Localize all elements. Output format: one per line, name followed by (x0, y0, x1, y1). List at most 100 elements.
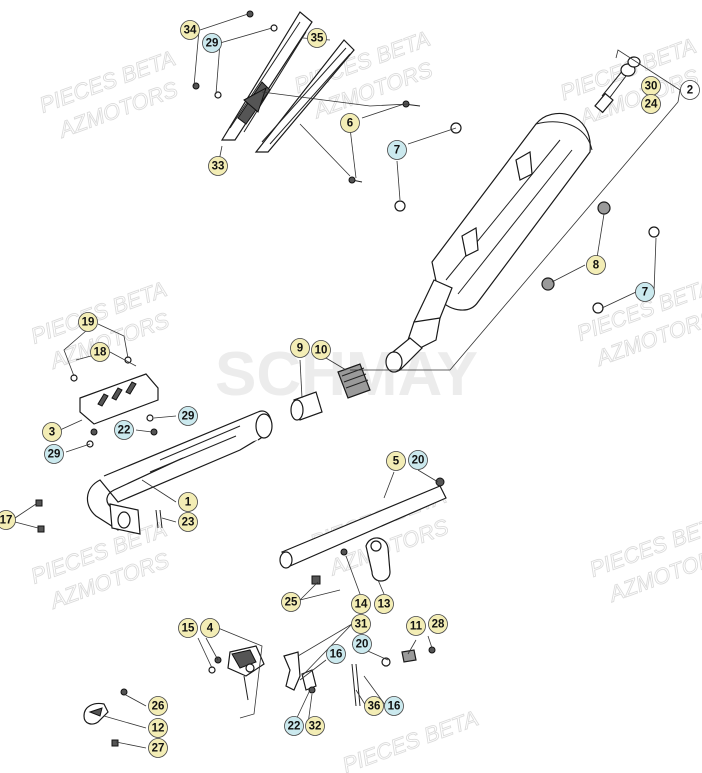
part-callout: 24 (641, 94, 661, 114)
callout-circle (351, 614, 371, 634)
part-callout: 22 (114, 420, 134, 440)
callout-number: 15 (182, 623, 195, 635)
callout-circle (180, 20, 200, 40)
callout-number: 7 (642, 287, 648, 299)
callout-number: 26 (152, 701, 165, 713)
callout-number: 31 (355, 619, 368, 631)
part-callout: 12 (148, 718, 168, 738)
header-pipe (86, 410, 273, 535)
part-callout: 16 (384, 696, 404, 716)
part-callout: 20 (408, 450, 428, 470)
callout-circle (0, 510, 16, 530)
callout-circle (364, 696, 384, 716)
part-callout: 29 (178, 406, 198, 426)
callout-number: 29 (206, 38, 219, 50)
callout-number: 33 (212, 161, 225, 173)
callout-circle (44, 444, 64, 464)
callout-number: 2 (687, 85, 693, 97)
callout-number: 22 (118, 425, 131, 437)
callout-number: 35 (311, 33, 324, 45)
callout-number: 3 (49, 427, 55, 439)
callout-number: 25 (285, 597, 298, 609)
callout-circle (428, 614, 448, 634)
callout-number: 17 (0, 515, 12, 527)
callout-number: 1 (185, 497, 192, 509)
callout-circle (586, 255, 606, 275)
callout-circle (386, 451, 406, 471)
callout-circle (374, 594, 394, 614)
part-callout: 13 (374, 594, 394, 614)
part-callout: 19 (78, 312, 98, 332)
callout-circle (408, 450, 428, 470)
part-callout: 15 (178, 618, 198, 638)
callout-circle (178, 406, 198, 426)
callout-number: 16 (388, 701, 401, 713)
guard-screws (192, 10, 278, 99)
callout-circle (114, 420, 134, 440)
callout-circle (307, 28, 327, 48)
callout-circle (680, 80, 700, 100)
callout-circle (148, 738, 168, 758)
callout-circle (178, 512, 198, 532)
part-callout: 10 (311, 340, 331, 360)
part-callout: 14 (351, 594, 371, 614)
header-heat-shield (70, 356, 159, 448)
end-pin (594, 56, 641, 114)
callout-circle (208, 156, 228, 176)
callout-circle (148, 718, 168, 738)
callout-circle (635, 282, 655, 302)
callout-circle (352, 634, 372, 654)
callout-number: 24 (645, 99, 658, 111)
callout-number: 32 (309, 721, 322, 733)
part-callout: 7 (635, 282, 655, 302)
callout-circle (78, 312, 98, 332)
callout-number: 20 (356, 639, 369, 651)
callout-circle (281, 592, 301, 612)
part-callout: 4 (200, 618, 220, 638)
part-callout: 20 (352, 634, 372, 654)
callout-number: 14 (355, 599, 368, 611)
callout-number: 29 (182, 411, 195, 423)
part-callout: 3 (42, 422, 62, 442)
part-callout: 36 (364, 696, 384, 716)
part-callout: 34 (180, 20, 200, 40)
part-callout: 7 (387, 140, 407, 160)
part-callout: 8 (586, 255, 606, 275)
callout-number: 30 (645, 81, 658, 93)
callout-circle (178, 492, 198, 512)
callout-number: 4 (207, 623, 214, 635)
callout-circle (284, 716, 304, 736)
callout-circle (311, 340, 331, 360)
callout-circle (340, 113, 360, 133)
callout-number: 8 (593, 260, 600, 272)
callout-number: 23 (182, 517, 195, 529)
part-callout: 32 (305, 716, 325, 736)
callout-number: 27 (152, 743, 165, 755)
callout-number: 7 (394, 145, 400, 157)
callout-circle (326, 644, 346, 664)
callout-number: 9 (297, 343, 303, 355)
part-callout: 27 (148, 738, 168, 758)
silencer-guard (220, 11, 355, 153)
callout-number: 20 (412, 455, 425, 467)
part-callout: 18 (90, 342, 110, 362)
callout-number: 18 (94, 347, 107, 359)
part-callout: 25 (281, 592, 301, 612)
callout-circle (42, 422, 62, 442)
part-callout: 1 (178, 492, 198, 512)
callout-number: 5 (393, 456, 400, 468)
part-callout: 9 (290, 338, 310, 358)
callout-number: 16 (330, 649, 343, 661)
callout-circle (384, 696, 404, 716)
part-callout: 31 (351, 614, 371, 634)
callout-number: 6 (347, 118, 353, 130)
part-callout: 26 (148, 696, 168, 716)
callout-circle (148, 696, 168, 716)
sleeve-and-clamp (290, 363, 371, 421)
part-callout: 5 (386, 451, 406, 471)
muffler-fasteners (348, 100, 660, 314)
callout-number: 36 (368, 701, 381, 713)
